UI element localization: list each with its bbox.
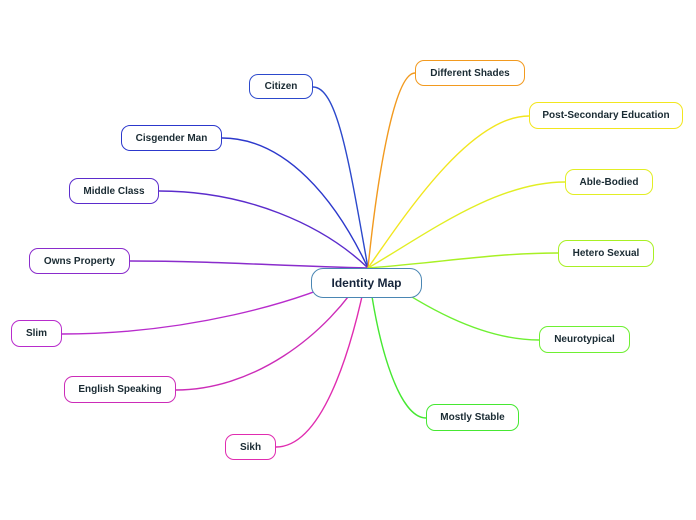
topic-label: English Speaking: [78, 384, 162, 395]
topic-label: Neurotypical: [554, 334, 615, 345]
topic-english-speaking[interactable]: English Speaking: [64, 376, 176, 403]
topic-label: Different Shades: [430, 67, 510, 79]
link-citizen: [312, 86, 369, 269]
topic-citizen[interactable]: Citizen: [249, 74, 313, 99]
topic-label: Hetero Sexual: [572, 248, 640, 259]
link-middle-class: [158, 190, 369, 269]
topic-label: Post-Secondary Education: [542, 110, 670, 121]
topic-label: Mostly Stable: [440, 412, 505, 423]
topic-hetero-sexual[interactable]: Hetero Sexual: [558, 240, 654, 267]
topic-label: Sikh: [239, 441, 262, 453]
link-owns-property: [129, 260, 369, 269]
topic-label: Owns Property: [43, 255, 116, 267]
central-topic-label: Identity Map: [331, 276, 402, 290]
topic-cisgender-man[interactable]: Cisgender Man: [121, 125, 222, 151]
topic-neurotypical[interactable]: Neurotypical: [539, 326, 630, 353]
topic-label: Middle Class: [83, 185, 145, 197]
topic-label: Citizen: [264, 81, 298, 92]
link-cisgender-man: [221, 137, 369, 269]
topic-different-shades[interactable]: Different Shades: [415, 60, 525, 86]
link-post-secondary-education: [367, 115, 530, 269]
topic-mostly-stable[interactable]: Mostly Stable: [426, 404, 519, 431]
topic-label: Able-Bodied: [579, 176, 639, 188]
topic-middle-class[interactable]: Middle Class: [69, 178, 159, 204]
topic-slim[interactable]: Slim: [11, 320, 62, 347]
link-able-bodied: [367, 181, 566, 269]
link-hetero-sexual: [367, 252, 559, 269]
topic-owns-property[interactable]: Owns Property: [29, 248, 130, 274]
topic-sikh[interactable]: Sikh: [225, 434, 276, 460]
link-sikh: [275, 267, 369, 448]
central-topic[interactable]: Identity Map: [311, 268, 422, 298]
topic-label: Cisgender Man: [135, 132, 208, 144]
topic-post-secondary-education[interactable]: Post-Secondary Education: [529, 102, 683, 129]
topic-label: Slim: [25, 328, 48, 339]
link-different-shades: [367, 72, 416, 269]
topic-able-bodied[interactable]: Able-Bodied: [565, 169, 653, 195]
